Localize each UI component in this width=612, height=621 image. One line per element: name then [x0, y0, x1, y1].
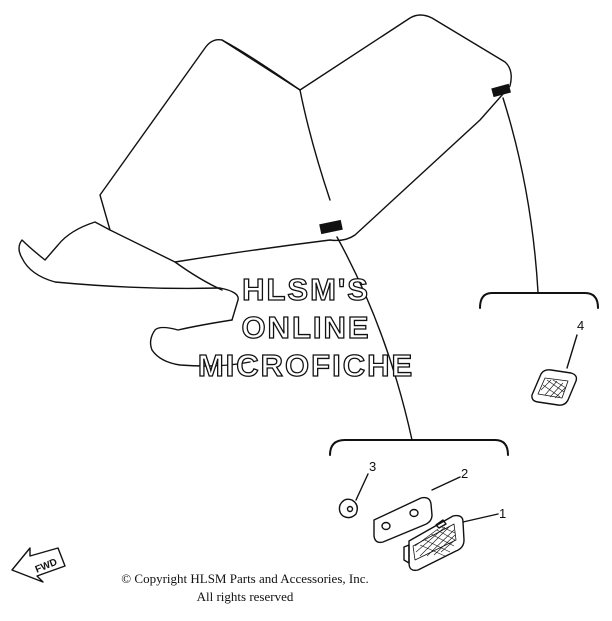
leader-line-2	[502, 97, 539, 293]
callout-leader-2	[431, 476, 461, 491]
callout-4: 4	[577, 318, 585, 333]
copyright-line-1: © Copyright HLSM Parts and Accessories, …	[121, 571, 369, 586]
hood-seam	[221, 39, 301, 91]
part-1-reflector	[408, 514, 465, 572]
copyright-line-2: All rights reserved	[196, 589, 294, 604]
callout-2: 2	[461, 466, 469, 481]
lower-ski	[149, 319, 251, 367]
decal-lower	[319, 219, 343, 235]
bracket-right	[479, 292, 599, 309]
callout-leader-3	[355, 473, 369, 501]
callout-3: 3	[369, 459, 377, 474]
decal-upper	[491, 83, 511, 98]
hood-lower-edge	[174, 261, 223, 291]
hood-outline	[99, 14, 512, 263]
hood-ridge	[299, 89, 331, 201]
watermark-line-1: HLSM'S	[241, 271, 370, 307]
watermark-line-3: MICROFICHE	[197, 347, 415, 383]
fwd-arrow-icon	[11, 547, 66, 583]
part-2-plate	[373, 496, 433, 544]
watermark-line-2: ONLINE	[241, 309, 371, 345]
part-4-reflector	[531, 369, 578, 406]
callout-leader-4	[566, 334, 578, 369]
leader-line-1	[336, 236, 413, 441]
bracket-lower	[329, 439, 509, 456]
part-3-nut	[338, 498, 359, 519]
callout-leader-1	[462, 513, 499, 523]
front-ski	[18, 221, 239, 321]
callout-1: 1	[499, 506, 507, 521]
